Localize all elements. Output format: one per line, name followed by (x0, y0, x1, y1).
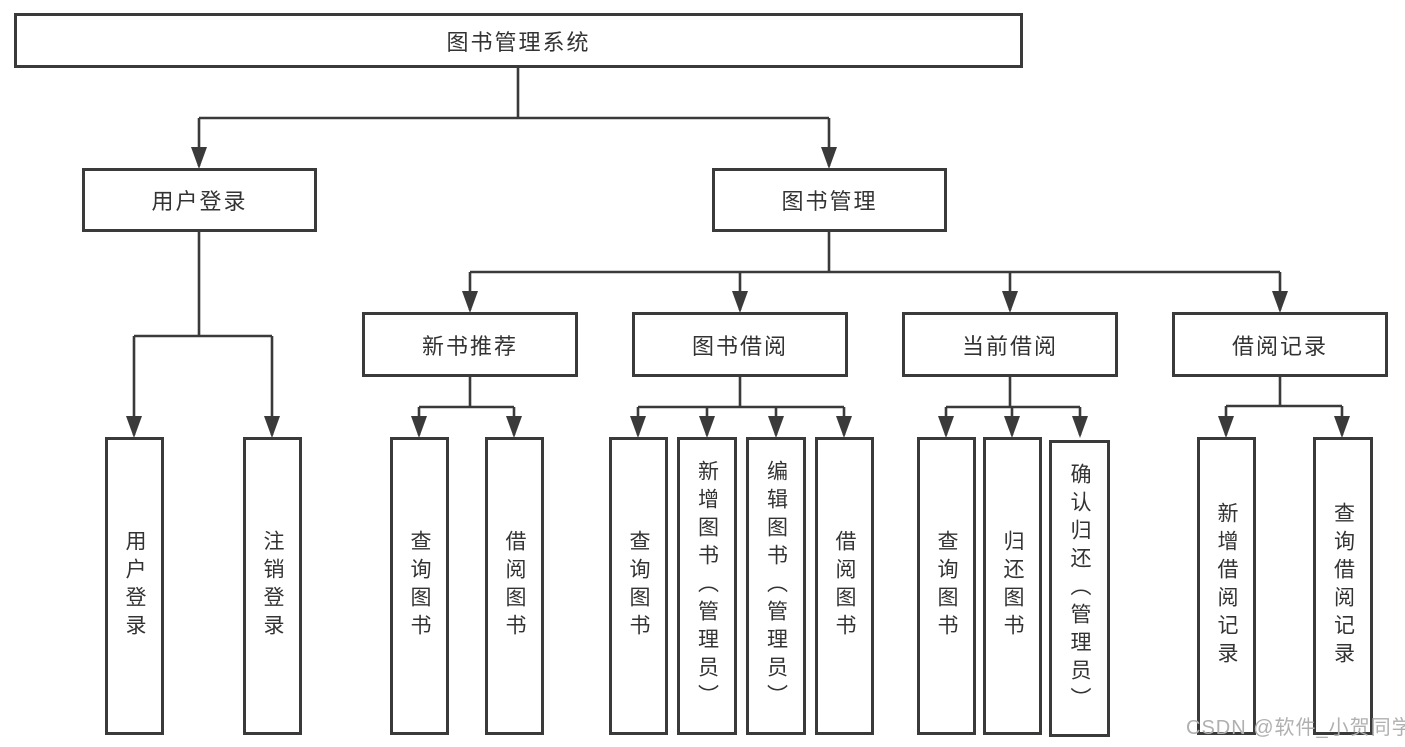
node-label: 图书借阅 (691, 333, 788, 359)
node-label: 图书管理 (781, 189, 878, 214)
node-user-login: 用户登录 (82, 168, 317, 232)
leaf-query-borrow-record: 查询借阅记录 (1313, 437, 1373, 735)
edge-paths (132, 68, 1344, 435)
leaf-query-books-borrow: 查询图书 (609, 437, 668, 735)
leaf-borrow-books: 借阅图书 (815, 437, 874, 735)
leaf-label: 新增借阅记录 (1215, 502, 1238, 670)
leaf-add-borrow-record: 新增借阅记录 (1197, 437, 1256, 735)
leaf-label: 查询图书 (408, 530, 431, 642)
node-label: 当前借阅 (961, 333, 1058, 359)
leaf-label: 查询图书 (627, 530, 650, 642)
leaf-label: 查询图书 (935, 530, 958, 642)
node-current-borrow: 当前借阅 (902, 312, 1118, 377)
node-label: 新书推荐 (421, 333, 518, 359)
node-new-book-recommend: 新书推荐 (362, 312, 578, 377)
leaf-logout: 注销登录 (243, 437, 302, 735)
leaf-add-books-admin: 新增图书（管理员） (677, 437, 737, 735)
node-label: 借阅记录 (1231, 333, 1328, 359)
node-book-management: 图书管理 (712, 168, 947, 232)
node-label: 图书管理系统 (446, 29, 591, 55)
leaf-label: 借阅图书 (503, 530, 526, 642)
node-borrow-records: 借阅记录 (1172, 312, 1388, 377)
leaf-edit-books-admin: 编辑图书（管理员） (746, 437, 806, 735)
leaf-label: 新增图书（管理员） (695, 460, 719, 712)
leaf-confirm-return-admin: 确认归还（管理员） (1049, 440, 1110, 737)
leaf-label: 注销登录 (261, 530, 284, 642)
node-label: 用户登录 (151, 189, 248, 214)
arrowheads (126, 147, 1350, 438)
leaf-user-login: 用户登录 (105, 437, 164, 735)
leaf-label: 编辑图书（管理员） (764, 460, 788, 712)
leaf-label: 查询借阅记录 (1331, 502, 1355, 670)
leaf-query-books-current: 查询图书 (917, 437, 976, 735)
leaf-label: 归还图书 (1001, 530, 1024, 642)
leaf-label: 确认归还（管理员） (1068, 462, 1091, 715)
node-library-management-system: 图书管理系统 (14, 13, 1023, 68)
leaf-query-books-recommend: 查询图书 (390, 437, 449, 735)
leaf-borrow-books-recommend: 借阅图书 (485, 437, 544, 735)
csdn-watermark: CSDN @软件_小贺同学 (1186, 717, 1405, 739)
leaf-label: 借阅图书 (833, 530, 856, 642)
node-book-borrow: 图书借阅 (632, 312, 848, 377)
leaf-label: 用户登录 (123, 530, 146, 642)
leaf-return-books: 归还图书 (983, 437, 1042, 735)
